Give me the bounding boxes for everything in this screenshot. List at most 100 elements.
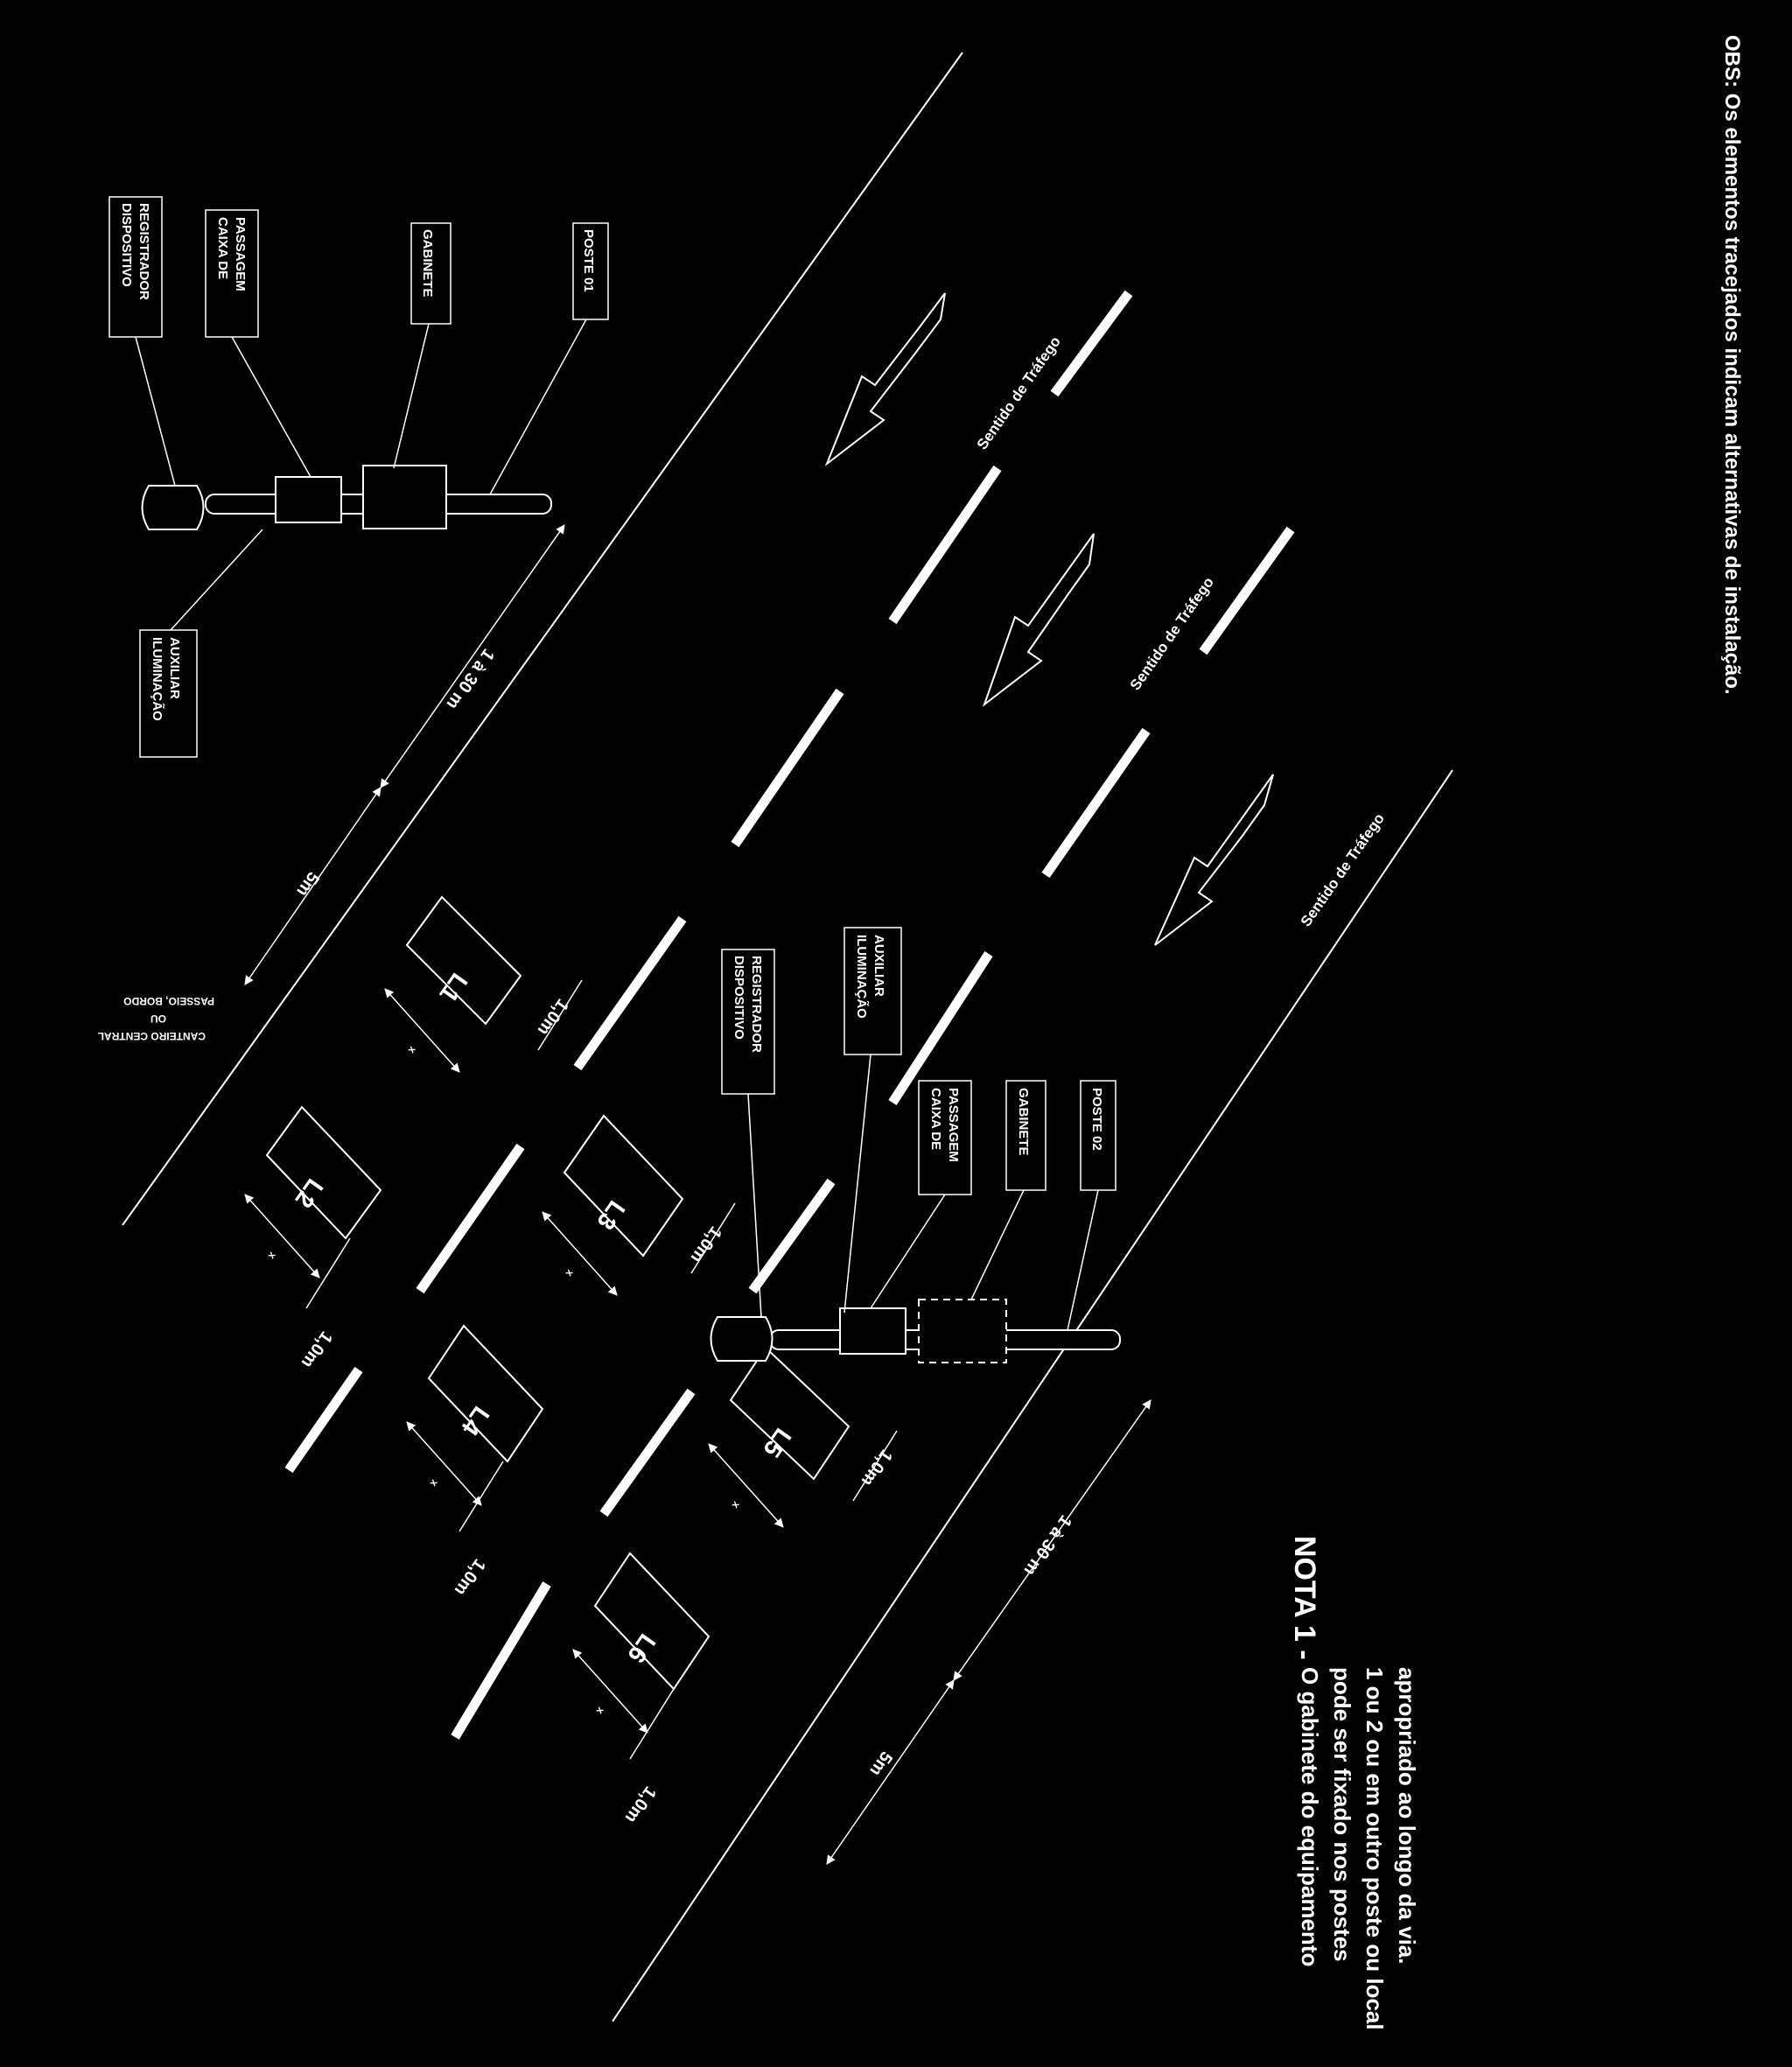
passeio-line: PASSEIO, BORDO: [123, 995, 214, 1007]
traffic-label: Sentido de Tráfego: [974, 333, 1064, 452]
leader: [970, 1189, 1025, 1300]
dim-five-top: 5m: [292, 868, 323, 900]
loop-label: L1: [434, 969, 472, 1008]
note-title: NOTA 1 -: [1288, 1536, 1321, 1660]
dim-arrow: [244, 1194, 320, 1279]
loop-l2: [265, 1105, 382, 1240]
dim-1m: 1,0m: [858, 1446, 896, 1489]
dispositivo01-tag: [108, 196, 163, 338]
caixa01-line2: PASSAGEM: [233, 217, 248, 291]
dispositivo02-line2: REGISTRADOR: [749, 956, 764, 1053]
loop-l3: [563, 1114, 684, 1258]
gabinete01-label: GABINETE: [420, 229, 435, 298]
leader: [747, 1093, 762, 1318]
dim-x: x: [730, 1499, 743, 1511]
caixa-box: [275, 476, 342, 523]
caixa01-line1: CAIXA DE: [215, 217, 230, 279]
note-line-3: 1 ou 2 ou em outro poste ou local: [1362, 1667, 1388, 2030]
dim-range-bottom: [953, 1399, 1152, 1681]
passeio-line: OU: [150, 1012, 166, 1025]
leader: [393, 323, 430, 469]
dim-line: [537, 979, 583, 1051]
dim-five-bottom: 5m: [865, 1748, 896, 1779]
dispositivo01-line2: REGISTRADOR: [136, 203, 151, 300]
traffic-arrows: [824, 292, 1274, 946]
poste01-assembly: [141, 465, 552, 530]
dim-range-bottom-label: 1 à 30 m: [1020, 1511, 1075, 1579]
road-edge-bottom: [612, 769, 1453, 2022]
gabinete-box-dashed: [918, 1299, 1007, 1363]
caixa-box: [839, 1307, 906, 1355]
dim-1m: 1,0m: [298, 1328, 336, 1371]
note-line-2: pode ser fixado nos postes: [1329, 1667, 1355, 1962]
dim-x: x: [406, 1044, 419, 1056]
dim-line: [458, 1461, 504, 1532]
poste01-tag: [572, 222, 609, 320]
lane-dash: [888, 465, 1002, 625]
lane-dash: [1199, 526, 1295, 655]
passeio-line: CANTEIRO CENTRAL: [98, 1030, 206, 1042]
dim-range-top: [380, 524, 565, 788]
leader: [870, 1194, 946, 1309]
dim-line: [852, 1430, 898, 1502]
lane-dash: [416, 1143, 525, 1294]
note-line-4: apropriado ao longo da via.: [1394, 1667, 1420, 1965]
leader: [489, 319, 587, 495]
traffic-label: Sentido de Tráfego: [1298, 810, 1388, 929]
dim-1m: 1,0m: [687, 1223, 725, 1266]
dim-5m-bottom: [826, 1679, 955, 1865]
iluminacao02-tag: [844, 927, 902, 1055]
note-block: NOTA 1 - O gabinete do equipamento pode …: [1288, 1536, 1420, 2030]
dim-arrow: [384, 988, 460, 1073]
leader: [170, 529, 263, 631]
dispositivo02-line1: DISPOSITIVO: [732, 956, 746, 1040]
leader: [844, 1054, 872, 1314]
note-line-1: O gabinete do equipamento: [1297, 1667, 1323, 1966]
gabinete-box: [362, 465, 447, 529]
poste02-tag: [1080, 1080, 1116, 1191]
dim-arrow: [542, 1211, 618, 1296]
dim-line: [629, 1688, 675, 1760]
obs-text: OBS: Os elementos tracejados indicam alt…: [1720, 35, 1744, 695]
dispositivo02-tag: [721, 949, 775, 1095]
poste02-label: POSTE 02: [1089, 1088, 1104, 1151]
dim-x: x: [266, 1250, 279, 1262]
dim-arrow: [406, 1421, 482, 1506]
long-dims: [244, 524, 1152, 1865]
gabinete02-label: GABINETE: [1016, 1088, 1031, 1156]
iluminacao01-line1: ILUMINAÇÃO: [150, 637, 165, 721]
dim-1m: 1,0m: [621, 1783, 660, 1826]
road-edges: [122, 52, 1453, 2022]
poste02-assembly: [710, 1299, 1121, 1363]
lane-dash: [1041, 727, 1151, 879]
caixa02-tag: [918, 1080, 972, 1195]
dim-line: [690, 1202, 736, 1274]
dim-5m-top: [244, 787, 382, 985]
dim-1m: 1,0m: [451, 1555, 489, 1599]
loop-label: L3: [592, 1196, 630, 1236]
dim-range-top-label: 1 à 30 m: [443, 645, 498, 712]
leader: [231, 336, 312, 478]
gabinete02-tag: [1005, 1080, 1046, 1191]
dim-x: x: [564, 1267, 577, 1279]
lane-dash: [748, 1178, 836, 1294]
lane-dash: [451, 1581, 551, 1740]
loop-label: L6: [622, 1629, 661, 1669]
loop-l1: [405, 895, 522, 1026]
iluminacao02-line2: AUXILIAR: [872, 935, 886, 997]
loop-l6: [593, 1552, 710, 1691]
dim-arrow: [708, 1443, 784, 1528]
poste01-label: POSTE 01: [581, 229, 596, 292]
dim-line: [305, 1237, 351, 1309]
loop-label: L2: [290, 1174, 328, 1214]
traffic-label: Sentido de Tráfego: [1127, 574, 1217, 693]
dim-x: x: [428, 1477, 441, 1489]
iluminacao01-tag: [139, 629, 198, 758]
traffic-arrow: [824, 292, 946, 467]
traffic-arrow: [1154, 774, 1274, 946]
loop-label: L4: [456, 1402, 494, 1441]
lane-dashes: [284, 290, 1295, 1740]
lane-dash: [599, 1388, 696, 1517]
